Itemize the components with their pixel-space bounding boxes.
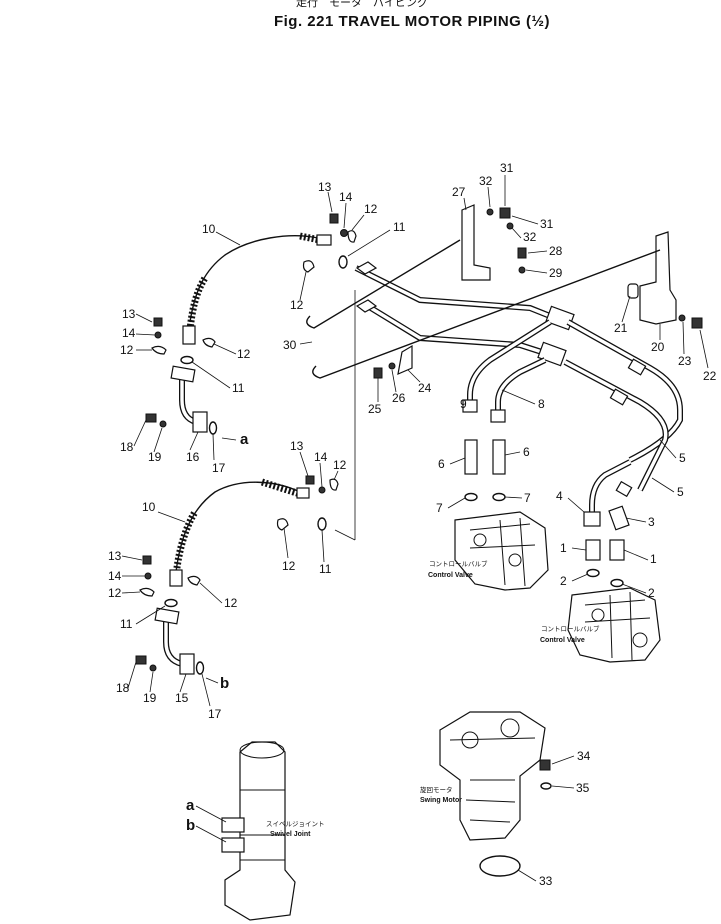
control-valve-right-jp: コントロールバルブ xyxy=(541,624,600,633)
o-ring-33 xyxy=(479,855,521,877)
callout-34: 34 xyxy=(577,749,591,763)
swivel-joint-jp: スイベルジョイント xyxy=(266,820,325,828)
callout-11: 11 xyxy=(120,617,133,631)
callout-7: 7 xyxy=(436,501,443,515)
callout-2: 2 xyxy=(648,586,655,600)
callout-31: 31 xyxy=(500,161,514,175)
callout-14: 14 xyxy=(122,326,136,340)
callout-23: 23 xyxy=(678,354,692,368)
control-valve-right: コントロールバルブ Control Valve xyxy=(540,587,661,663)
washer xyxy=(340,229,348,237)
callout-14: 14 xyxy=(108,569,122,583)
callout-6: 6 xyxy=(523,445,530,459)
callout-20: 20 xyxy=(651,340,665,354)
callout-32: 32 xyxy=(523,230,537,244)
callout-18: 18 xyxy=(120,440,134,454)
callout-33: 33 xyxy=(539,874,553,888)
callout-10: 10 xyxy=(142,500,156,514)
swivel-joint-label: Swivel Joint xyxy=(270,831,311,838)
callout-5: 5 xyxy=(677,485,684,499)
callout-11: 11 xyxy=(232,381,245,395)
cushion-21 xyxy=(627,283,639,299)
callout-letter-a-swivel: a xyxy=(186,797,195,814)
callout-35: 35 xyxy=(576,781,590,795)
callout-19: 19 xyxy=(148,450,162,464)
callout-13: 13 xyxy=(108,549,122,563)
callout-6: 6 xyxy=(438,457,445,471)
center-pipes xyxy=(354,265,683,531)
callout-26: 26 xyxy=(392,391,406,405)
bolt xyxy=(329,213,339,224)
callout-numbers: 13 14 12 10 11 12 30 27 32 31 31 32 28 2… xyxy=(108,161,717,888)
callout-31: 31 xyxy=(540,217,554,231)
swing-motor: 旋回モータ Swing Motor xyxy=(420,711,552,877)
callout-letter-a: a xyxy=(240,431,249,448)
clamp xyxy=(347,230,357,243)
callout-15: 15 xyxy=(175,691,189,705)
clamp xyxy=(302,260,315,273)
callout-17: 17 xyxy=(212,461,226,475)
callout-12: 12 xyxy=(237,347,251,361)
callout-22: 22 xyxy=(703,369,717,383)
callout-1: 1 xyxy=(560,541,567,555)
o-ring xyxy=(338,255,348,269)
control-valve-right-label: Control Valve xyxy=(540,637,585,644)
callout-13: 13 xyxy=(318,180,332,194)
callout-14: 14 xyxy=(339,190,353,204)
swing-motor-label: Swing Motor xyxy=(420,797,462,804)
brackets xyxy=(306,204,703,379)
figure-title: Fig. 221 TRAVEL MOTOR PIPING (½) xyxy=(274,13,550,30)
title-japanese: 走行 モータ パイピング xyxy=(296,0,428,9)
callout-12: 12 xyxy=(120,343,134,357)
callout-11: 11 xyxy=(319,562,332,576)
callout-12: 12 xyxy=(282,559,296,573)
callout-13: 13 xyxy=(122,307,136,321)
swing-motor-jp: 旋回モータ xyxy=(420,785,453,794)
leader-lines xyxy=(121,175,709,882)
callout-28: 28 xyxy=(549,244,563,258)
callout-12: 12 xyxy=(224,596,238,610)
callout-18: 18 xyxy=(116,681,130,695)
callout-4: 4 xyxy=(556,489,563,503)
callout-8: 8 xyxy=(538,397,545,411)
callout-7: 7 xyxy=(524,491,531,505)
callout-letter-b-swivel: b xyxy=(186,817,195,834)
callout-5: 5 xyxy=(679,451,686,465)
callout-12: 12 xyxy=(108,586,122,600)
callout-9: 9 xyxy=(460,397,467,411)
callout-24: 24 xyxy=(418,381,432,395)
bracket-27 xyxy=(461,204,491,281)
callout-30: 30 xyxy=(283,338,297,352)
callout-2: 2 xyxy=(560,574,567,588)
callout-27: 27 xyxy=(452,185,466,199)
callout-16: 16 xyxy=(186,450,200,464)
swivel-joint: スイベルジョイント Swivel Joint a b xyxy=(186,741,325,921)
callout-12: 12 xyxy=(364,202,378,216)
callout-21: 21 xyxy=(614,321,628,335)
control-valve-left-jp: コントロールバルブ xyxy=(429,559,488,568)
upper-hose-assembly xyxy=(145,213,357,435)
lower-hose-assembly xyxy=(135,475,339,675)
callout-19: 19 xyxy=(143,691,157,705)
callout-letter-b: b xyxy=(220,675,229,692)
callout-25: 25 xyxy=(368,402,382,416)
callout-3: 3 xyxy=(648,515,655,529)
callout-32: 32 xyxy=(479,174,493,188)
callout-17: 17 xyxy=(208,707,222,721)
callout-10: 10 xyxy=(202,222,216,236)
callout-11: 11 xyxy=(393,220,406,234)
callout-12: 12 xyxy=(333,458,347,472)
callout-1: 1 xyxy=(650,552,657,566)
callout-13: 13 xyxy=(290,439,304,453)
callout-29: 29 xyxy=(549,266,563,280)
control-valve-left: コントロールバルブ Control Valve xyxy=(428,511,549,591)
control-valve-left-label: Control Valve xyxy=(428,572,473,579)
callout-14: 14 xyxy=(314,450,328,464)
bracket-20 xyxy=(639,231,677,325)
hose-10-upper xyxy=(189,235,319,323)
bracket-24 xyxy=(397,344,413,375)
callout-12: 12 xyxy=(290,298,304,312)
